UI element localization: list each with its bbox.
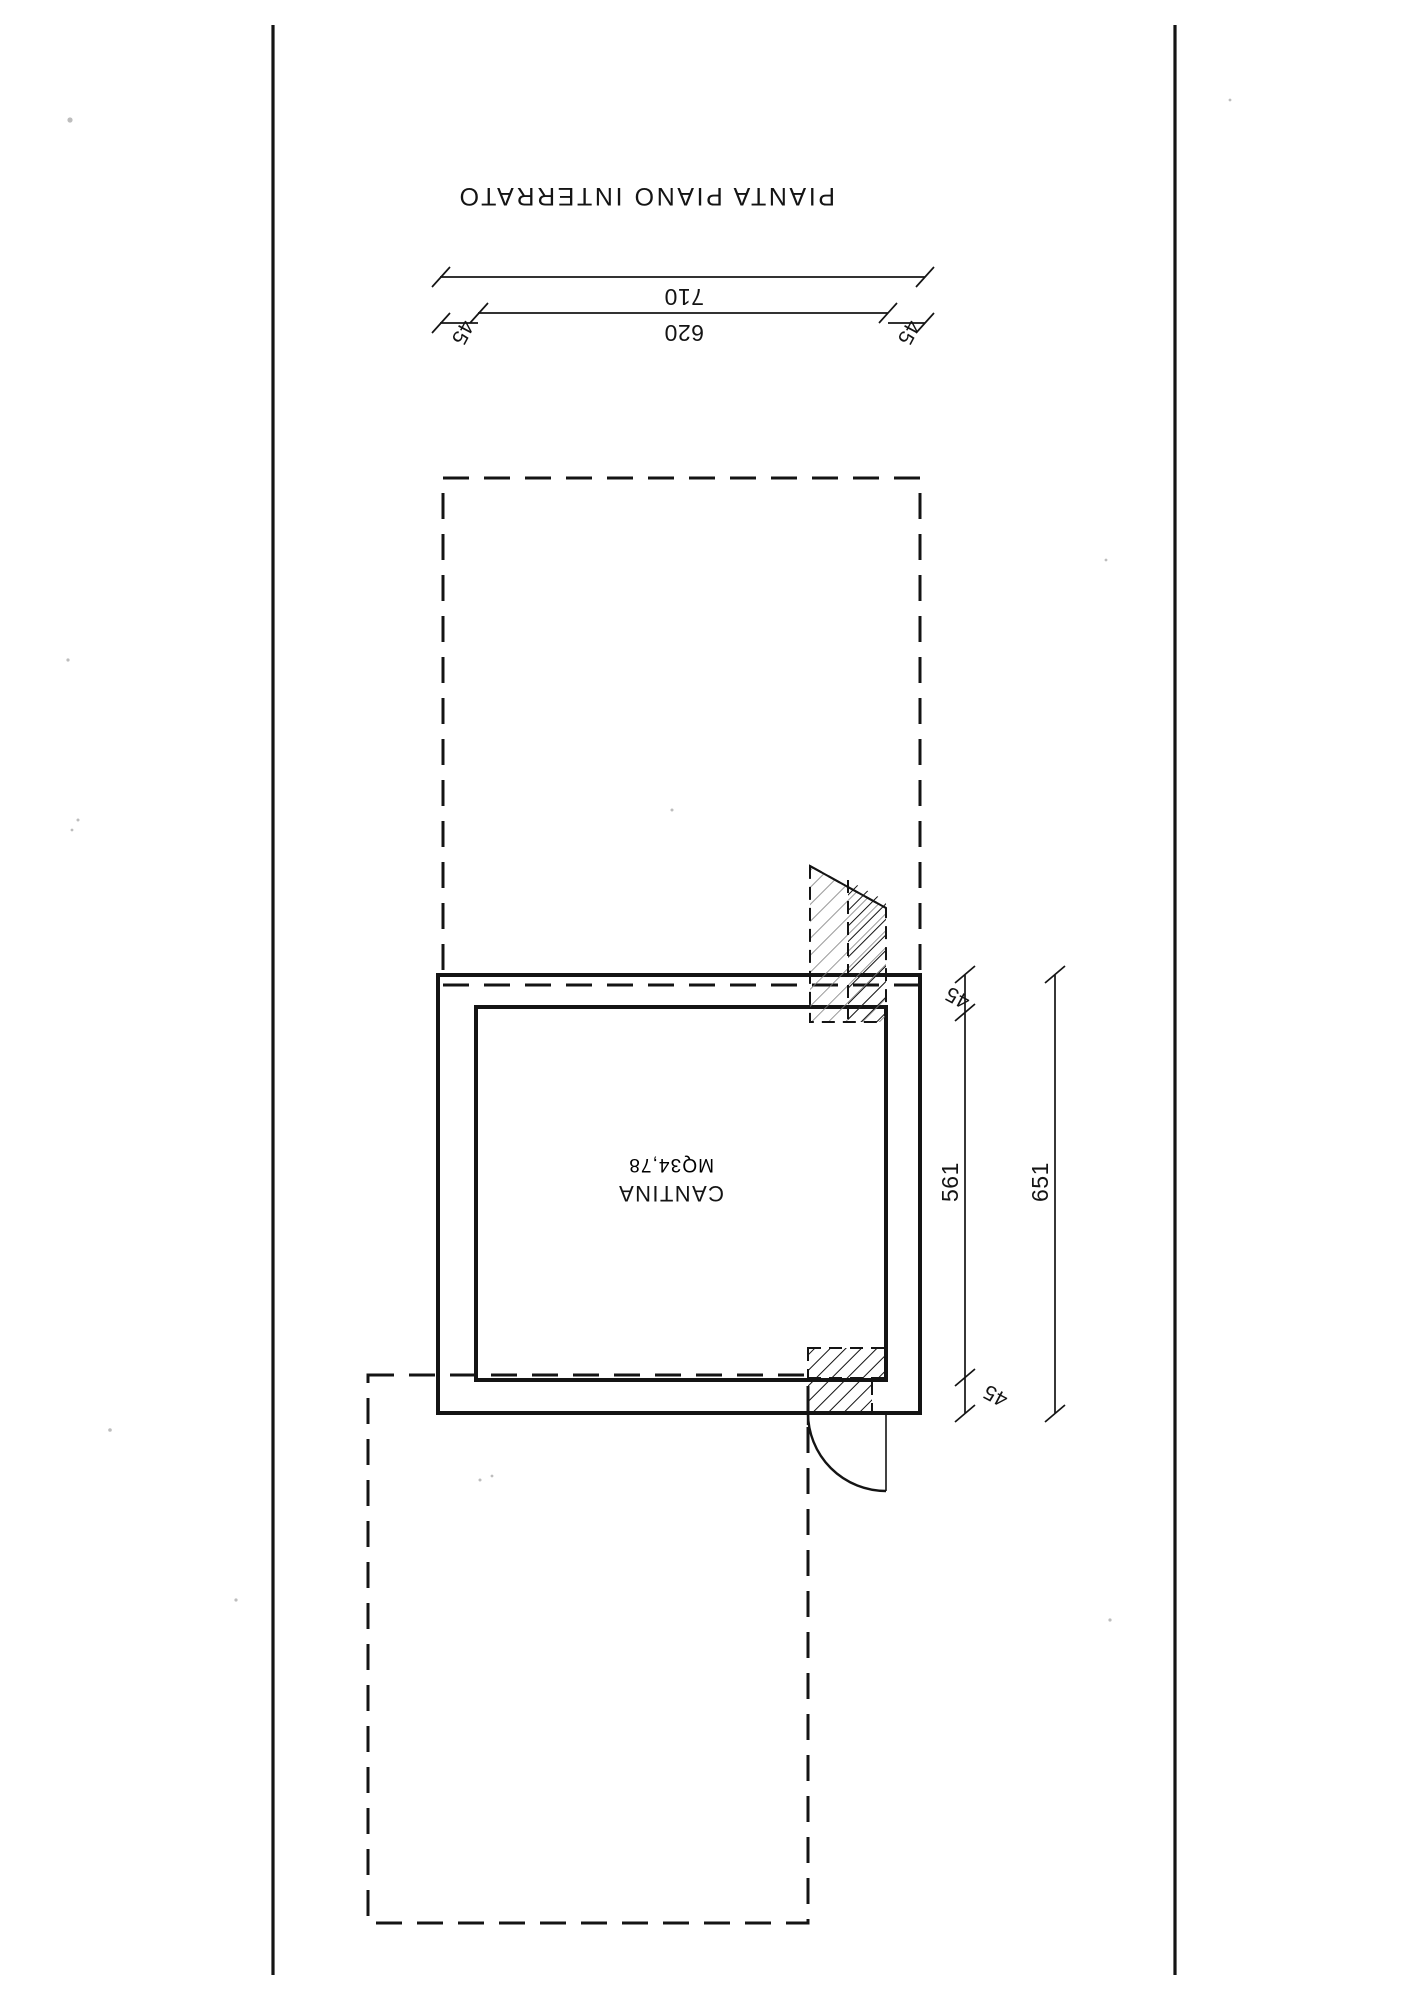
cantina-wall-outer: [436, 973, 922, 1415]
room-name-text: CANTINA: [618, 1181, 724, 1206]
dimension-45-top-left: 45: [431, 312, 478, 349]
dimension-45-top-right-text: 45: [892, 316, 924, 348]
dimension-710: 710: [431, 266, 935, 310]
page-title-text: PIANTA PIANO INTERRATO: [457, 182, 835, 210]
dimension-710-text: 710: [664, 284, 704, 310]
scan-speckles: [66, 98, 1232, 1622]
hatched-wall-block-top: [809, 864, 887, 1023]
dimension-45-right-lower: 45: [954, 1377, 1012, 1423]
cantina-wall-inner: [474, 1005, 888, 1382]
dashed-projection-lower: [366, 1373, 810, 1925]
dimension-45-right-upper: 45: [941, 965, 976, 1013]
dimension-651-text: 651: [1027, 1162, 1053, 1202]
dimension-620-text: 620: [664, 320, 704, 346]
room-area-text: MQ34,78: [628, 1154, 714, 1175]
dimension-45-top-left-text: 45: [446, 316, 478, 348]
dimension-561: 561: [937, 1003, 976, 1387]
room-label: CANTINA MQ34,78: [618, 1154, 724, 1206]
cantina-walls: [436, 973, 922, 1415]
page-title: PIANTA PIANO INTERRATO: [457, 182, 835, 210]
dimension-chain-right: 651 561 45: [937, 965, 1066, 1423]
dimension-651: 651: [1027, 965, 1066, 1423]
dimension-45-right-lower-text: 45: [979, 1379, 1011, 1411]
dimension-620: 620: [469, 302, 898, 346]
door-swing-arc: [806, 1412, 887, 1493]
dimension-45-top-right: 45: [888, 312, 935, 349]
dimension-chain-top: 710 620 45: [431, 266, 935, 349]
dimension-561-text: 561: [937, 1162, 963, 1202]
